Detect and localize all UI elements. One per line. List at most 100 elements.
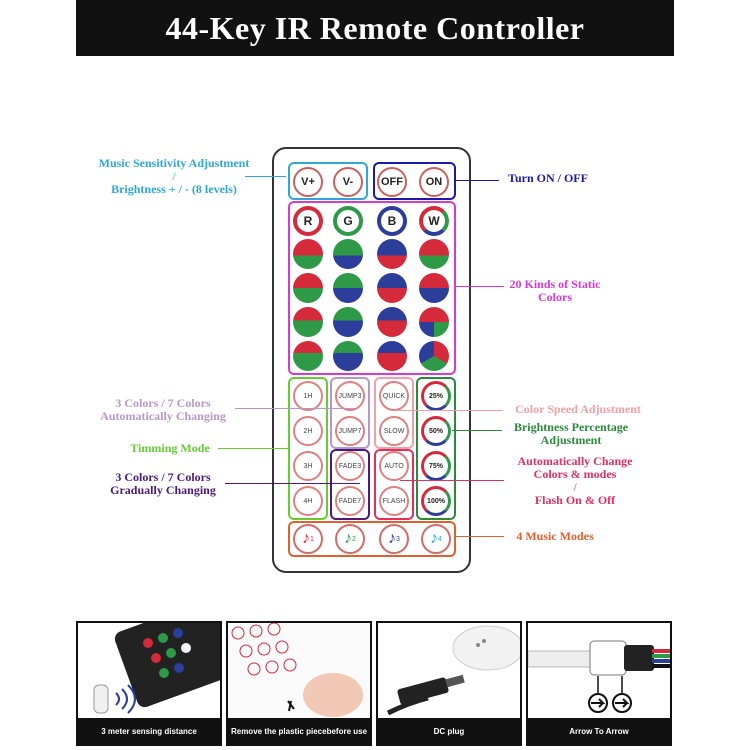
label-music-sensitivity: Music Sensitivity Adjustment / Brightnes…	[88, 157, 260, 196]
remove-plastic-illustration	[228, 623, 370, 723]
title-banner: 44-Key IR Remote Controller	[76, 0, 674, 56]
label-auto-change-line1: Automatically Change	[517, 454, 633, 468]
color-button[interactable]	[377, 307, 407, 337]
timer-4h-button[interactable]: 4H	[293, 486, 323, 516]
brightness-75-button[interactable]: 75%	[421, 451, 451, 481]
thumb-dc-plug: DC plug	[376, 621, 522, 746]
jump3-button[interactable]: JUMP3	[335, 381, 365, 411]
label-static-colors-line1: 20 Kinds of Static	[509, 277, 601, 291]
timer-2h-button[interactable]: 2H	[293, 416, 323, 446]
color-button[interactable]	[419, 307, 449, 337]
brightness-100-button[interactable]: 100%	[421, 486, 451, 516]
music-mode-4-button[interactable]: ♪4	[421, 524, 451, 554]
slow-button[interactable]: SLOW	[379, 416, 409, 446]
callout-line	[454, 286, 504, 287]
off-button[interactable]: OFF	[377, 167, 407, 197]
jump7-button[interactable]: JUMP7	[335, 416, 365, 446]
callout-line	[452, 430, 502, 431]
caption-remove-plastic-line2: before use	[326, 726, 368, 736]
jump-box	[330, 377, 370, 449]
label-auto-changing-line1: 3 Colors / 7 Colors	[115, 396, 211, 410]
color-button[interactable]	[293, 273, 323, 303]
label-auto-changing-line2: Automatically Changing	[100, 409, 226, 423]
remote-distance-illustration	[93, 623, 220, 714]
label-timing-mode: Timming Mode	[130, 441, 210, 455]
timer-3h-button[interactable]: 3H	[293, 451, 323, 481]
music-mode-4-label: 4	[438, 535, 442, 543]
timer-1h-button[interactable]: 1H	[293, 381, 323, 411]
color-button[interactable]	[333, 273, 363, 303]
label-brightness-pct: Brightness Percentage Adjustment	[500, 421, 642, 447]
color-button[interactable]	[333, 307, 363, 337]
arrow-to-arrow-illustration	[528, 640, 670, 713]
on-button[interactable]: ON	[419, 167, 449, 197]
music-mode-1-label: 1	[310, 535, 314, 543]
callout-line	[454, 536, 504, 537]
remote-controller: V+ V- OFF ON R G B W 1H 2H 3H 4H JUMP3 J…	[272, 147, 471, 573]
red-button[interactable]: R	[293, 206, 323, 236]
v-minus-button[interactable]: V-	[333, 167, 363, 197]
color-button[interactable]	[419, 273, 449, 303]
color-button[interactable]	[377, 273, 407, 303]
callout-line	[454, 180, 499, 181]
brightness-pct-box	[416, 377, 456, 520]
white-button[interactable]: W	[419, 206, 449, 236]
thumb-sensing-distance: 3 meter sensing distance	[76, 621, 222, 746]
blue-button[interactable]: B	[377, 206, 407, 236]
color-button[interactable]	[419, 341, 449, 371]
quick-button[interactable]: QUICK	[379, 381, 409, 411]
color-button[interactable]	[419, 239, 449, 269]
callout-line	[225, 483, 360, 484]
label-turn-on-off: Turn ON / OFF	[508, 171, 588, 185]
color-button[interactable]	[333, 341, 363, 371]
music-mode-3-button[interactable]: ♪3	[379, 524, 409, 554]
sensitivity-box	[288, 162, 368, 200]
quick-slow-box	[374, 377, 414, 449]
dc-plug-illustration	[386, 625, 520, 716]
label-gradual-changing: 3 Colors / 7 Colors Gradually Changing	[98, 471, 228, 497]
v-plus-button[interactable]: V+	[293, 167, 323, 197]
color-button[interactable]	[293, 239, 323, 269]
music-mode-2-label: 2	[352, 535, 356, 543]
callout-line	[400, 480, 504, 481]
label-music-sensitivity-line1: Music Sensitivity Adjustment	[98, 156, 250, 170]
music-modes-box	[288, 521, 456, 557]
brightness-50-button[interactable]: 50%	[421, 416, 451, 446]
label-auto-change-line3: /	[573, 480, 577, 494]
green-button[interactable]: G	[333, 206, 363, 236]
auto-flash-box	[374, 449, 414, 520]
label-auto-change-line2: Colors & modes	[533, 467, 617, 481]
color-button[interactable]	[333, 239, 363, 269]
fade-box	[330, 449, 370, 520]
label-music-sensitivity-line2: /	[172, 169, 176, 183]
label-auto-change: Automatically Change Colors & modes / Fl…	[500, 455, 650, 507]
thumb-arrow-to-arrow: Arrow To Arrow	[526, 621, 672, 746]
fade3-button[interactable]: FADE3	[335, 451, 365, 481]
music-mode-1-button[interactable]: ♪1	[293, 524, 323, 554]
label-color-speed: Color Speed Adjustment	[515, 402, 641, 416]
auto-button[interactable]: AUTO	[379, 451, 409, 481]
music-mode-3-label: 3	[396, 535, 400, 543]
fade7-button[interactable]: FADE7	[335, 486, 365, 516]
label-brightness-pct-line1: Brightness Percentage	[513, 420, 629, 434]
color-button[interactable]	[377, 341, 407, 371]
label-brightness-pct-line2: Adjustment	[540, 433, 602, 447]
label-flash-on-off: Flash On & Off	[534, 493, 616, 507]
callout-line	[235, 408, 355, 409]
page-title: 44-Key IR Remote Controller	[165, 9, 585, 46]
brightness-25-button[interactable]: 25%	[421, 381, 451, 411]
static-colors-box	[288, 201, 456, 375]
callout-line	[218, 448, 288, 449]
callout-line	[395, 410, 503, 411]
color-button[interactable]	[293, 307, 323, 337]
flash-button[interactable]: FLASH	[379, 486, 409, 516]
label-gradual-changing-line1: 3 Colors / 7 Colors	[115, 470, 211, 484]
color-button[interactable]	[293, 341, 323, 371]
color-button[interactable]	[377, 239, 407, 269]
label-static-colors: 20 Kinds of Static Colors	[500, 278, 610, 304]
music-mode-2-button[interactable]: ♪2	[335, 524, 365, 554]
power-box	[373, 162, 456, 200]
caption-dc-plug: DC plug	[378, 718, 520, 744]
